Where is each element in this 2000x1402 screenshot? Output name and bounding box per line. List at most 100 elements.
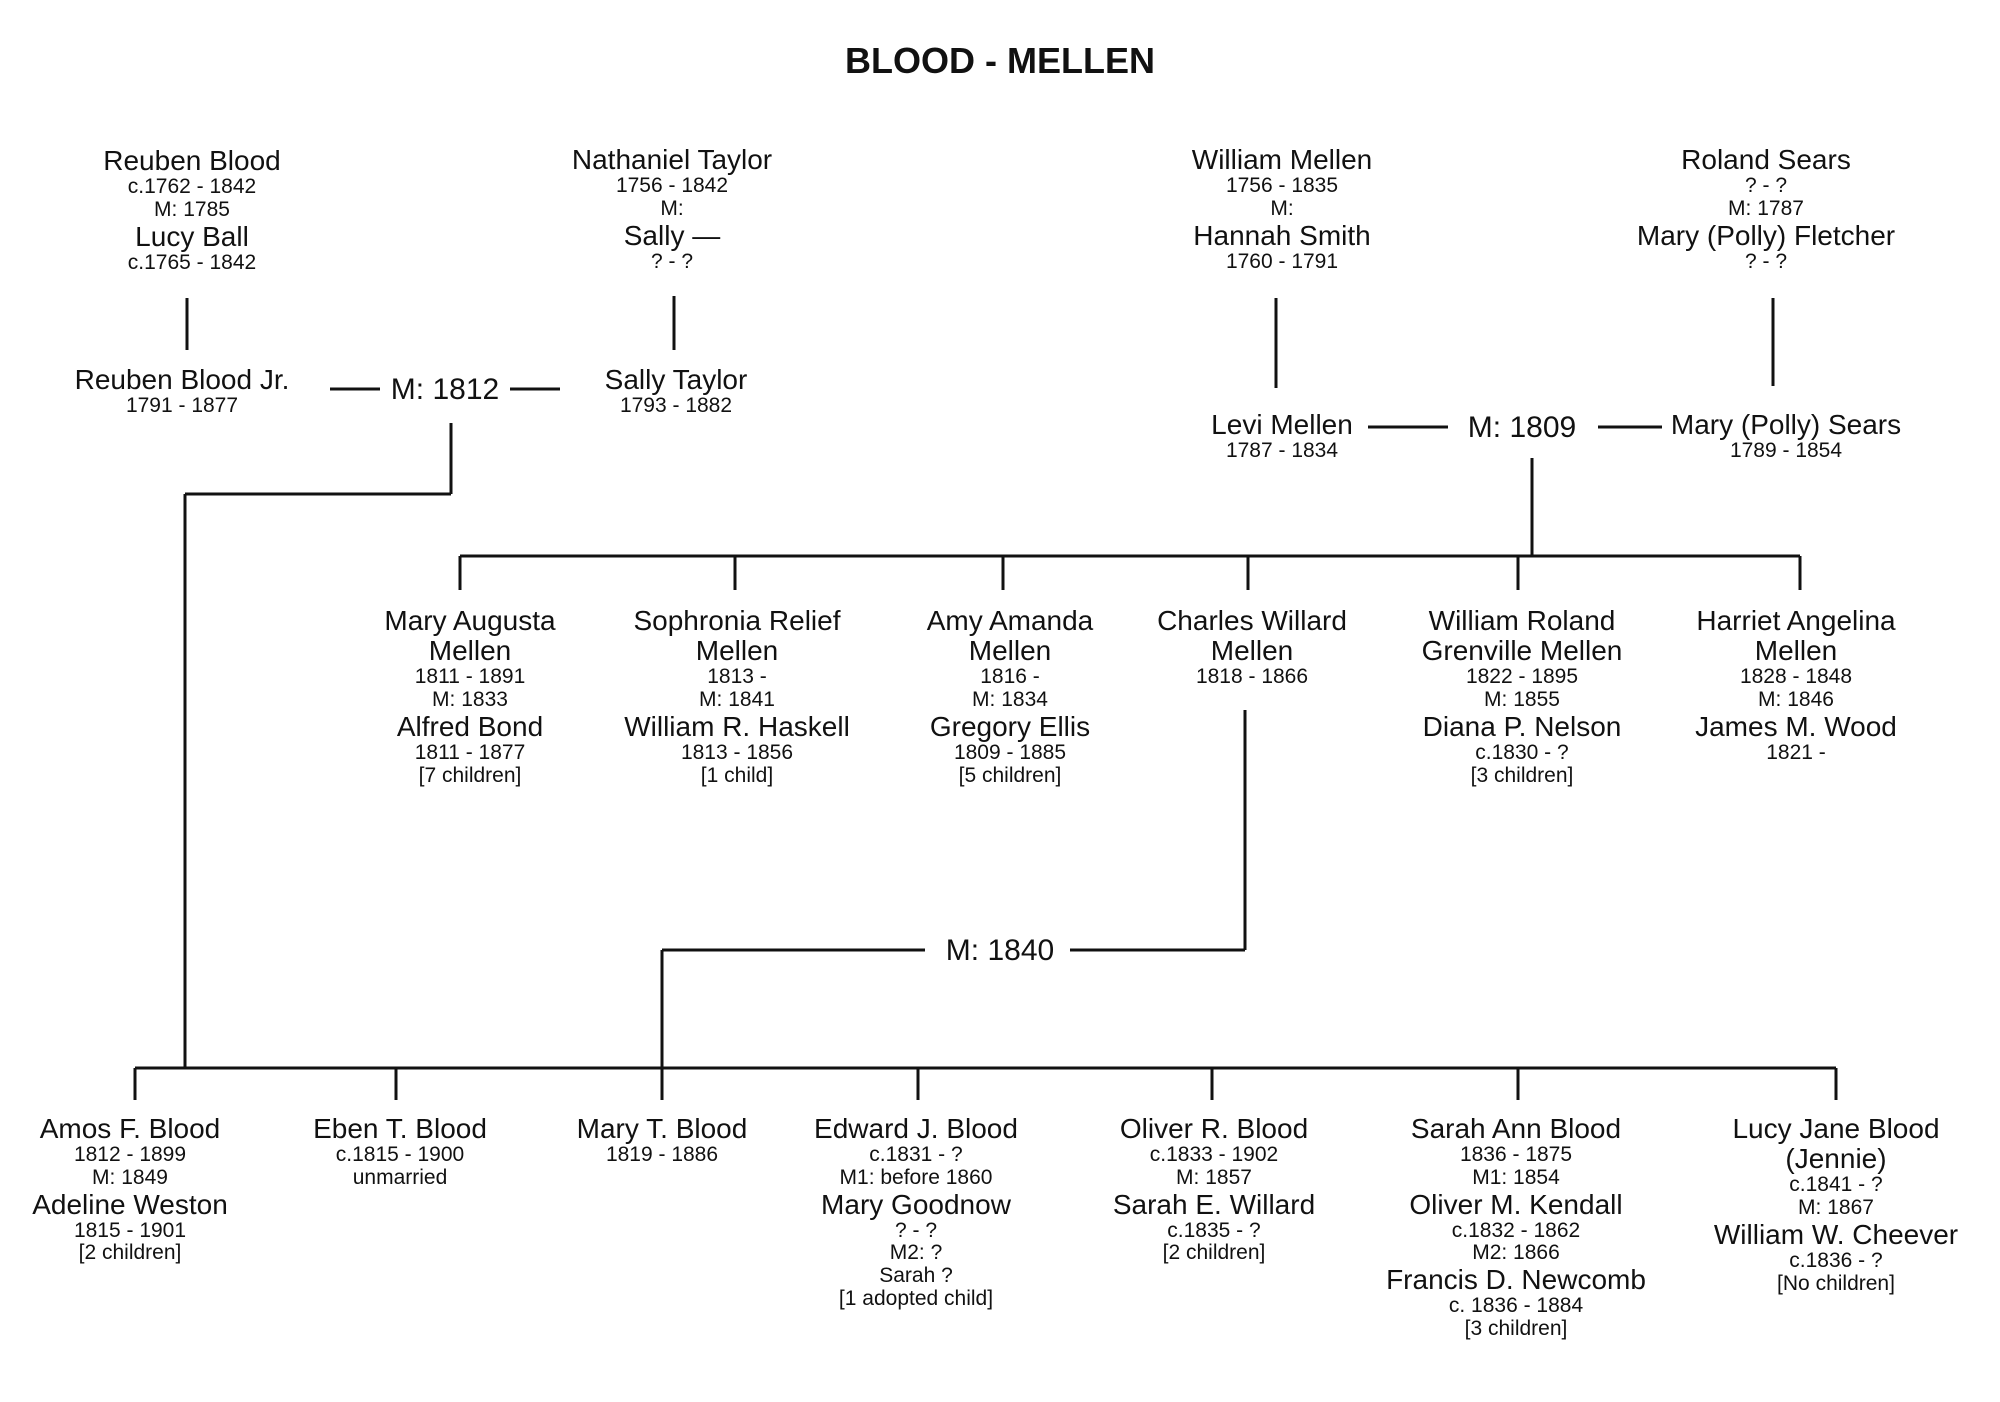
person-detail-line: 1813 - [707,665,767,689]
person-detail-line: ? - ? [650,249,694,273]
person-name-line: Sarah E. Willard [1112,1188,1316,1220]
marriage-label-1840: M: 1840 [937,934,1063,968]
person-detail-line: Sarah ? [879,1264,953,1288]
person-detail-line: c.1765 - 1842 [127,250,257,274]
person-detail-line: [3 children] [1464,1317,1568,1341]
person-name-line: Reuben Blood Jr. [74,364,290,395]
person-detail-line: c.1831 - ? [869,1143,963,1167]
person-detail-line: M: 1785 [154,197,230,221]
person-detail-line: 1822 - 1895 [1465,665,1579,689]
person-detail-line: M: 1787 [1728,196,1804,220]
person-name-line: Sophronia Relief [633,605,841,636]
person-name-line: Hannah Smith [1193,219,1371,251]
person-detail-line: M1: 1854 [1472,1165,1560,1189]
person-name-line: Mary T. Blood [576,1113,748,1144]
person-name-line: Sally — [623,219,721,251]
person-detail-line: 1787 - 1834 [1225,439,1339,463]
person-name-line: Alfred Bond [396,710,544,742]
person-name-line: Oliver M. Kendall [1409,1188,1623,1220]
person-detail-line: [No children] [1777,1271,1895,1295]
person-detail-line: 1815 - 1901 [73,1218,187,1242]
person-detail-line: 1818 - 1866 [1195,665,1309,689]
person-name-line: Mary (Polly) Sears [1670,409,1902,440]
person-detail-line: c.1835 - ? [1167,1218,1261,1242]
person-detail-line: 1756 - 1835 [1225,174,1339,198]
person-detail-line: M2: ? [889,1241,943,1265]
person-detail-line: M: 1867 [1798,1196,1874,1220]
person-detail-line: c.1830 - ? [1475,741,1569,765]
person-detail-line: [2 children] [78,1241,182,1265]
person-detail-line: M: 1849 [92,1165,168,1189]
person-name-line: Lucy Ball [135,220,249,252]
person-detail-line: M: 1857 [1176,1165,1252,1189]
marriage-label-1809: M: 1809 [1459,411,1585,445]
person-name-line: Mellen [968,635,1052,667]
person-name-line: Mary Goodnow [821,1188,1011,1220]
person-detail-line: 1789 - 1854 [1729,439,1843,463]
person-name-line: Amy Amanda [926,605,1094,636]
person-name-line: Mellen [428,635,512,667]
person-detail-line: M: [1270,196,1294,220]
person-name-line: Edward J. Blood [814,1113,1018,1144]
person-detail-line: M: 1834 [972,688,1048,712]
person-detail-line: M: 1841 [699,688,775,712]
person-name-line: Nathaniel Taylor [571,144,773,175]
person-detail-line: M: 1855 [1484,688,1560,712]
person-detail-line: ? - ? [894,1218,938,1242]
person-detail-line: [2 children] [1162,1241,1266,1265]
person-name-line: Mellen [1210,635,1294,667]
person-detail-line: c.1815 - 1900 [335,1143,465,1167]
person-name-line: Mellen [695,635,779,667]
person-detail-line: [1 child] [700,763,774,787]
marriage-label-1812: M: 1812 [382,373,508,407]
person-lucy-jane-blood: Lucy Jane Blood(Jennie)c.1841 - ?M: 1867… [1713,1113,1959,1295]
person-detail-line: M2: 1866 [1472,1241,1560,1265]
person-detail-line: 1809 - 1885 [953,741,1067,765]
person-detail-line: ? - ? [1744,174,1788,198]
person-name-line: Diana P. Nelson [1422,710,1622,742]
person-name-line: Mary (Polly) Fletcher [1636,219,1896,251]
person-name-line: Roland Sears [1681,144,1851,175]
person-detail-line: 1760 - 1791 [1225,249,1339,273]
chart-title: BLOOD - MELLEN [845,40,1155,81]
person-detail-line: [5 children] [958,763,1062,787]
person-detail-line: [1 adopted child] [838,1286,994,1310]
person-detail-line: 1812 - 1899 [73,1143,187,1167]
person-name-line: William R. Haskell [624,710,850,742]
person-name-line: Adeline Weston [32,1188,228,1220]
person-detail-line: 1811 - 1877 [414,741,526,765]
person-name-line: Sarah Ann Blood [1410,1113,1622,1144]
person-name-line: Charles Willard [1157,605,1347,636]
person-name-line: Sally Taylor [604,364,748,395]
person-name-line: Lucy Jane Blood [1732,1113,1940,1144]
person-detail-line: M1: before 1860 [839,1165,993,1189]
person-name-line: Grenville Mellen [1421,635,1623,667]
person-detail-line: c.1841 - ? [1789,1173,1883,1197]
person-detail-line: c.1832 - 1862 [1451,1218,1581,1242]
person-name-line: Levi Mellen [1211,409,1353,440]
person-name-line: Reuben Blood [103,145,281,176]
person-detail-line: 1819 - 1886 [605,1143,719,1167]
person-detail-line: M: [660,196,684,220]
person-name-line: William W. Cheever [1713,1218,1959,1250]
person-detail-line: 1811 - 1891 [414,665,526,689]
person-name-line: James M. Wood [1695,710,1897,742]
person-detail-line: 1816 - [980,665,1040,689]
person-name-line: Oliver R. Blood [1119,1113,1309,1144]
person-name-line: William Mellen [1191,144,1373,175]
